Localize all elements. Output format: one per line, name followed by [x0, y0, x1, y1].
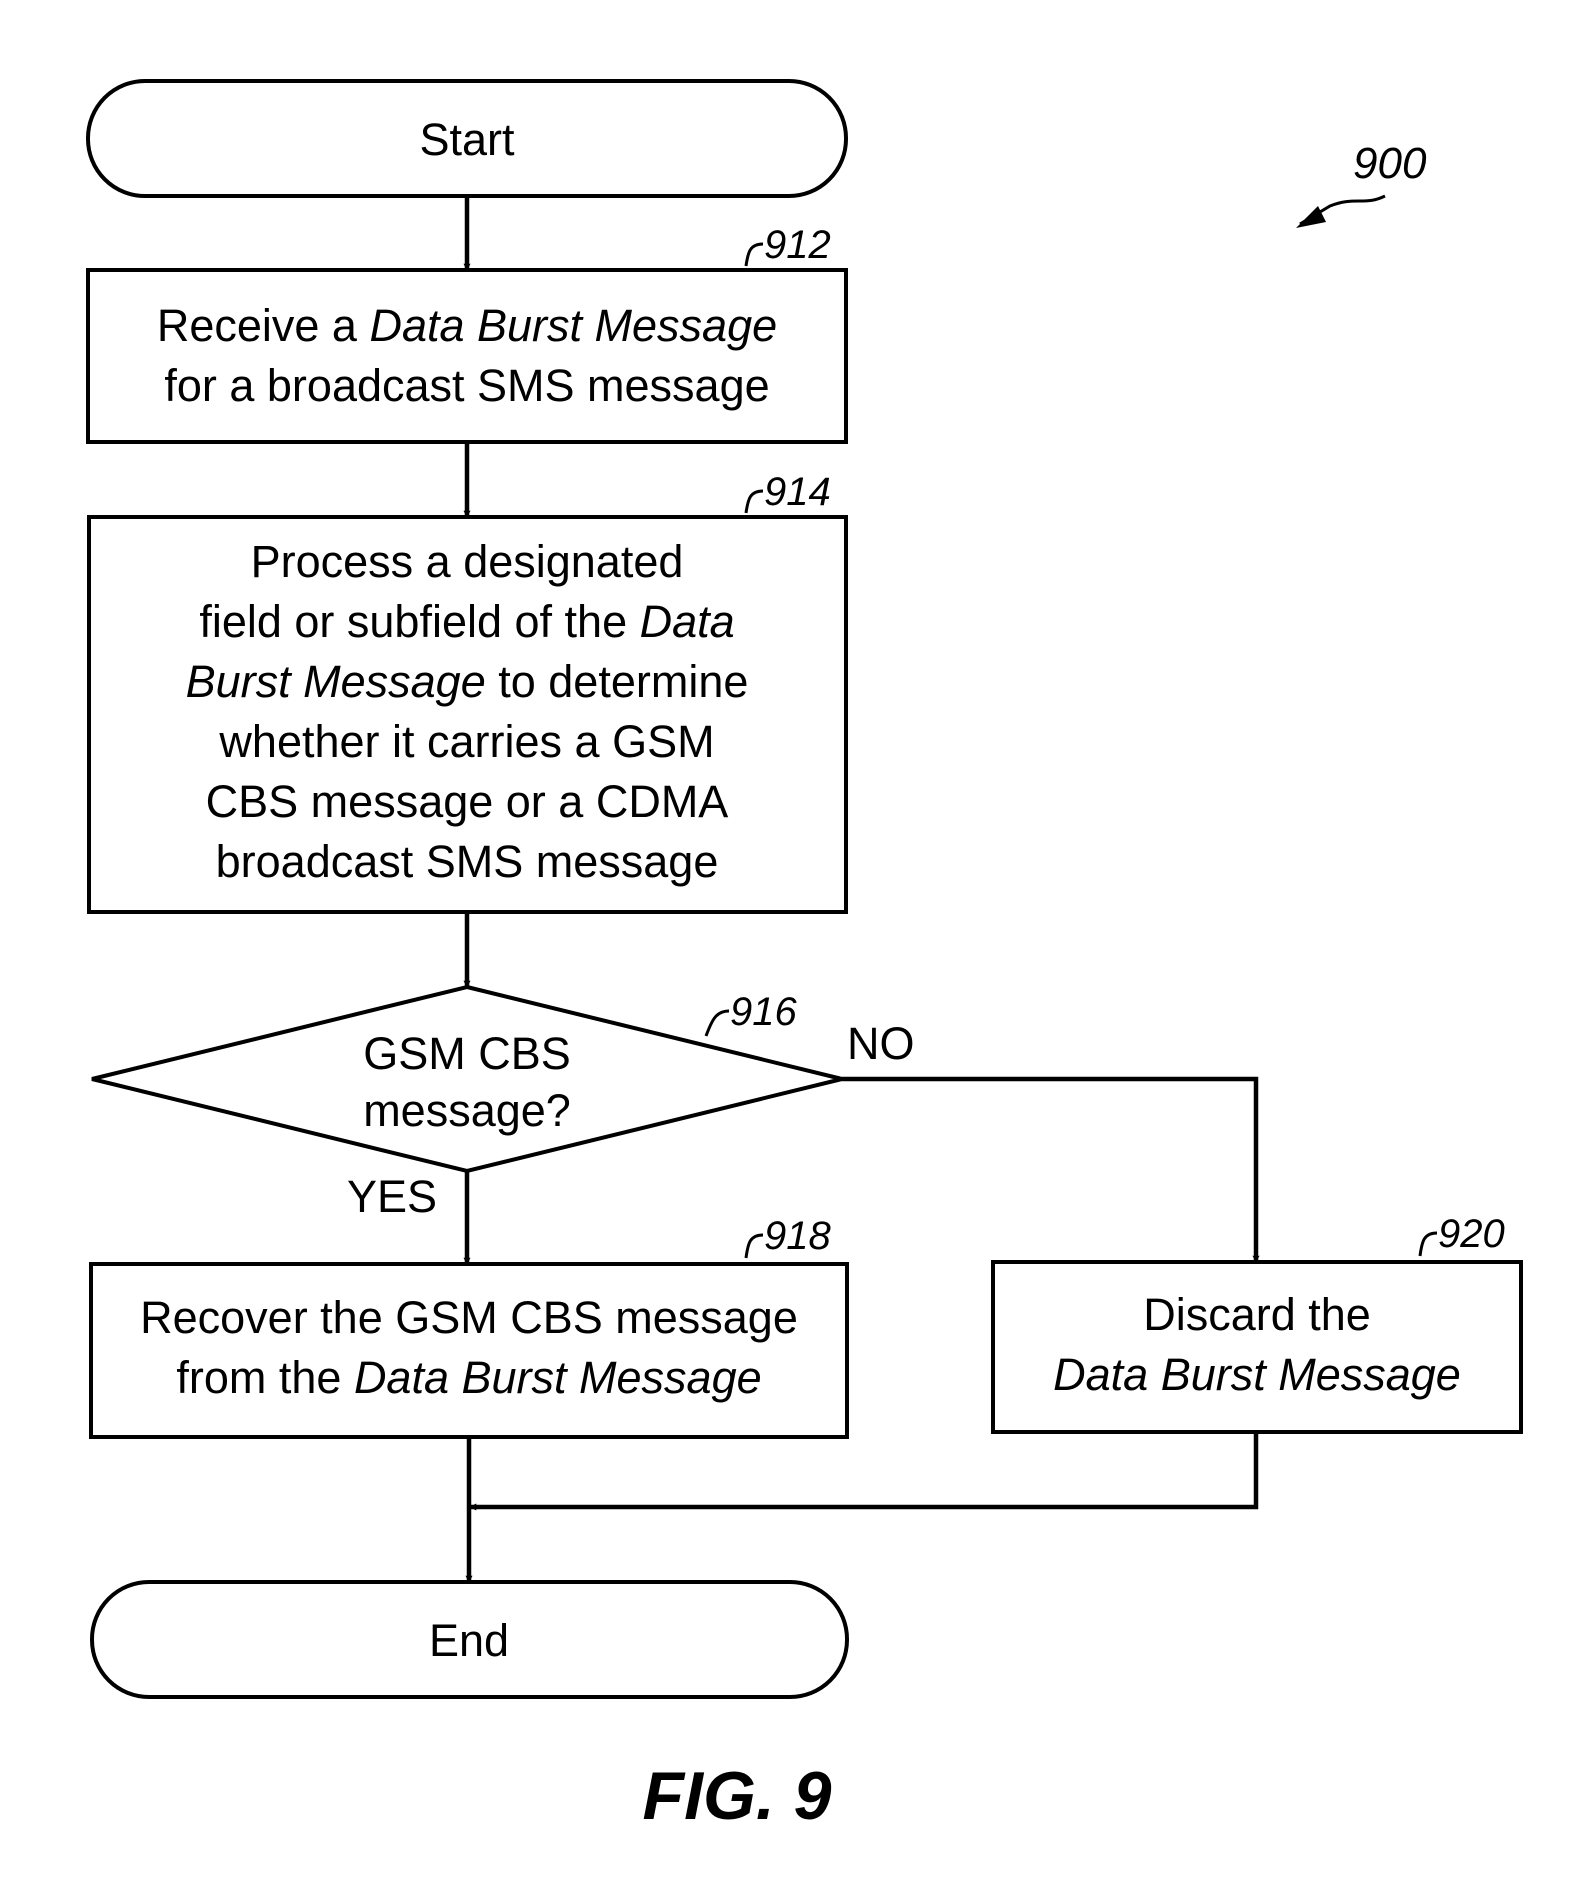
step-920-line2: Data Burst Message — [1053, 1349, 1461, 1400]
figure-number: 900 — [1353, 139, 1427, 188]
ref-918-leader — [746, 1235, 763, 1258]
step-912-box — [88, 270, 846, 442]
step-914-line1: Process a designated — [251, 536, 684, 587]
edge-label-yes: YES — [347, 1171, 437, 1222]
step-914-line3: Burst Message to determine — [186, 656, 749, 707]
step-914-line2-a: field or subfield of the — [199, 596, 639, 647]
step-920-line1: Discard the — [1143, 1289, 1371, 1340]
step-914-line3-b: to determine — [486, 656, 749, 707]
step-912-line1-b: Data Burst Message — [369, 300, 777, 351]
edge-label-no: NO — [847, 1018, 915, 1069]
decision-916-line2: message? — [363, 1085, 571, 1136]
ref-920: 920 — [1438, 1212, 1505, 1256]
step-912-line1: Receive a Data Burst Message — [157, 300, 777, 351]
ref-912-leader — [746, 244, 763, 266]
end-label: End — [429, 1615, 509, 1666]
step-912-line2: for a broadcast SMS message — [164, 360, 769, 411]
step-912-line1-a: Receive a — [157, 300, 370, 351]
start-label: Start — [419, 114, 515, 165]
figure-number-arrowhead — [1296, 206, 1326, 228]
ref-916: 916 — [730, 990, 797, 1034]
ref-918: 918 — [764, 1214, 831, 1258]
step-914-line5: CBS message or a CDMA — [206, 776, 729, 827]
decision-916-line1: GSM CBS — [363, 1028, 571, 1079]
figure-caption: FIG. 9 — [643, 1758, 832, 1834]
step-914-line3-a: Burst Message — [186, 656, 486, 707]
ref-912: 912 — [764, 223, 831, 267]
step-920-box — [993, 1262, 1521, 1432]
arrow-920-merge — [470, 1432, 1256, 1507]
step-918-line2-b: Data Burst Message — [354, 1352, 762, 1403]
ref-920-leader — [1420, 1233, 1437, 1256]
step-914-line6: broadcast SMS message — [216, 836, 719, 887]
step-914-line2-b: Data — [640, 596, 735, 647]
ref-916-leader — [706, 1011, 729, 1036]
step-918-box — [91, 1264, 847, 1437]
ref-914-leader — [746, 491, 763, 513]
step-918-line2: from the Data Burst Message — [176, 1352, 761, 1403]
arrow-916-no-to-920 — [842, 1079, 1256, 1262]
step-918-line2-a: from the — [176, 1352, 354, 1403]
step-914-line2: field or subfield of the Data — [199, 596, 734, 647]
step-918-line1: Recover the GSM CBS message — [140, 1292, 798, 1343]
step-914-line4: whether it carries a GSM — [218, 716, 714, 767]
ref-914: 914 — [764, 470, 831, 514]
